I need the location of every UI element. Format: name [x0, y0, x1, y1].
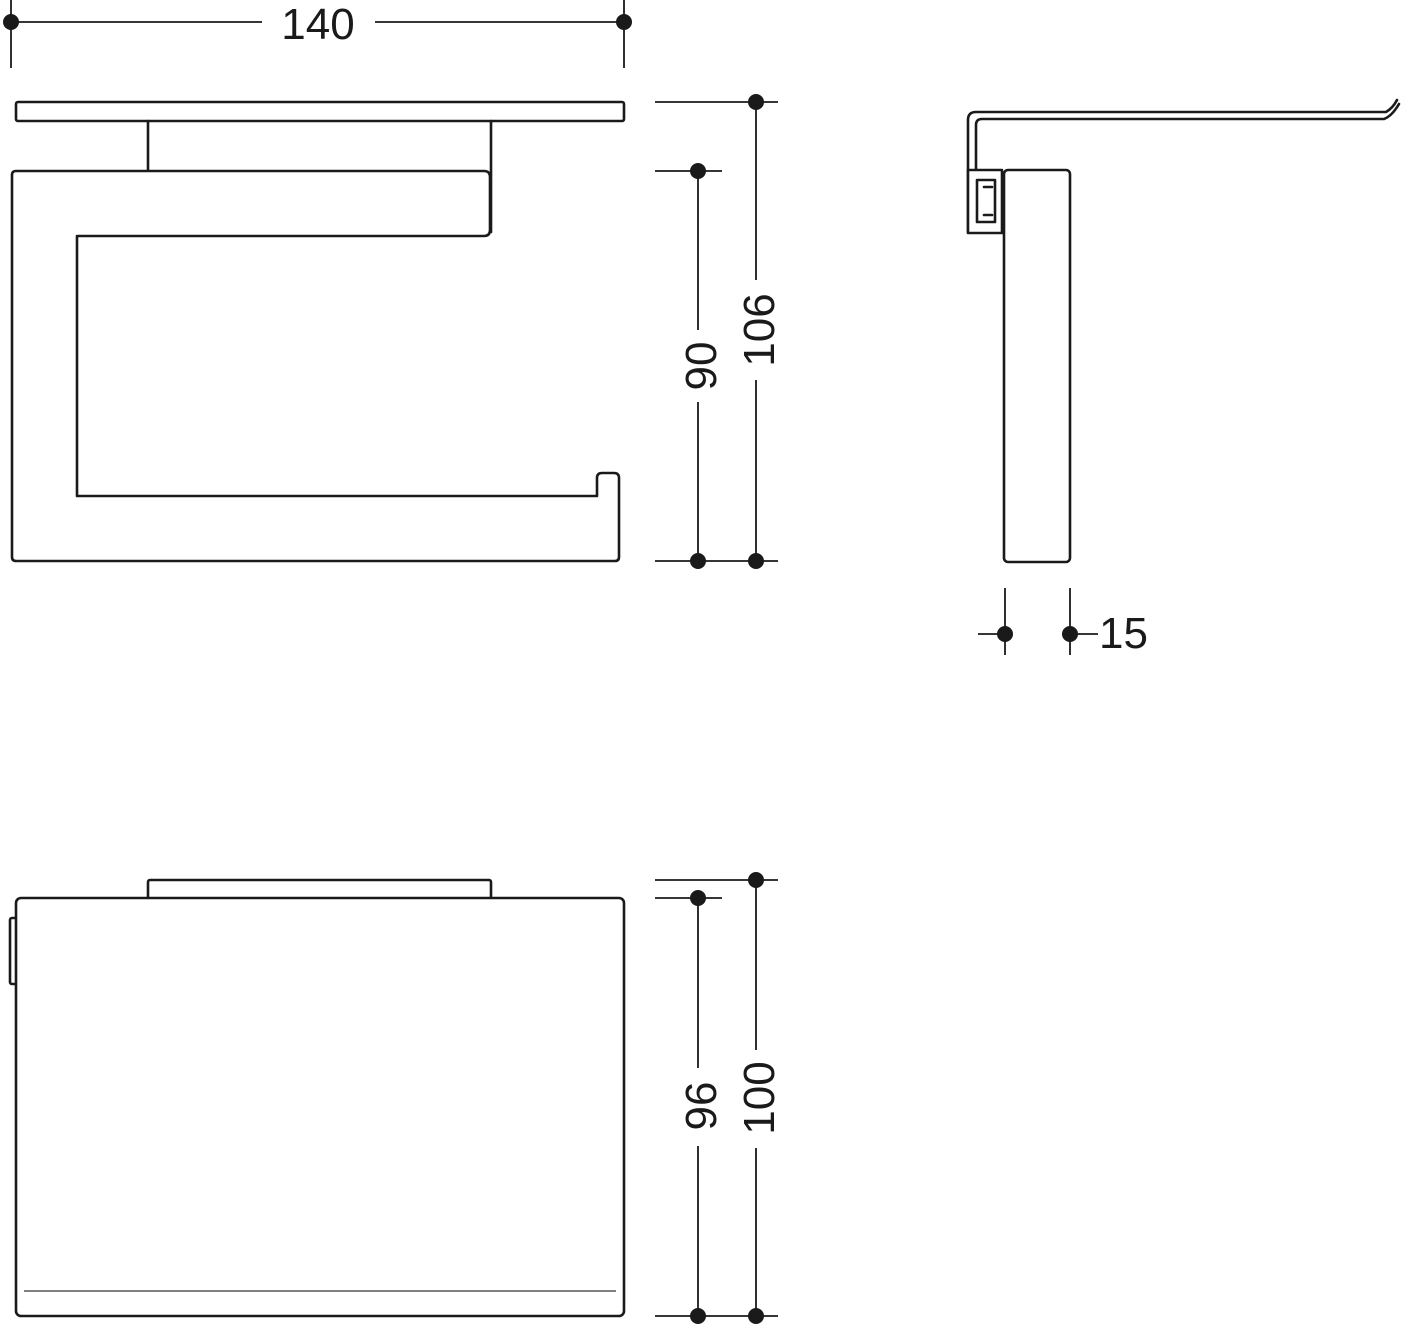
side-view — [966, 98, 1401, 564]
dimension-height-106: 106 — [655, 94, 784, 569]
dim-label-96: 96 — [677, 1082, 726, 1131]
dim-dot — [748, 1308, 764, 1324]
dim-dot — [690, 890, 706, 906]
side-cover-plate — [966, 98, 1399, 234]
dimension-depth-15: 15 — [978, 588, 1148, 658]
side-bracket-detail — [975, 178, 997, 224]
dim-dot — [1062, 626, 1078, 642]
dim-label-90: 90 — [677, 342, 726, 391]
dim-dot — [748, 872, 764, 888]
dim-dot — [616, 14, 632, 30]
front-holder-body — [10, 169, 621, 563]
dim-label-106: 106 — [735, 293, 784, 366]
dim-label-100: 100 — [735, 1061, 784, 1134]
dim-dot — [3, 14, 19, 30]
dimension-height-100: 100 — [655, 872, 784, 1324]
dimension-width-140: 140 — [3, 0, 632, 68]
dim-label-width: 140 — [281, 0, 354, 49]
dim-label-15: 15 — [1099, 609, 1148, 658]
dim-dot — [748, 94, 764, 110]
dim-dot — [690, 163, 706, 179]
dim-dot — [748, 553, 764, 569]
front-view — [10, 100, 626, 563]
dimension-height-96: 96 — [655, 890, 726, 1324]
side-cover-plate-inner — [974, 102, 1401, 234]
dimension-height-90: 90 — [655, 163, 726, 569]
top-view — [8, 878, 626, 1318]
dim-dot — [997, 626, 1013, 642]
side-holder-body — [1002, 168, 1072, 564]
front-cover-plate — [14, 100, 626, 123]
top-holder-body — [14, 896, 626, 1318]
